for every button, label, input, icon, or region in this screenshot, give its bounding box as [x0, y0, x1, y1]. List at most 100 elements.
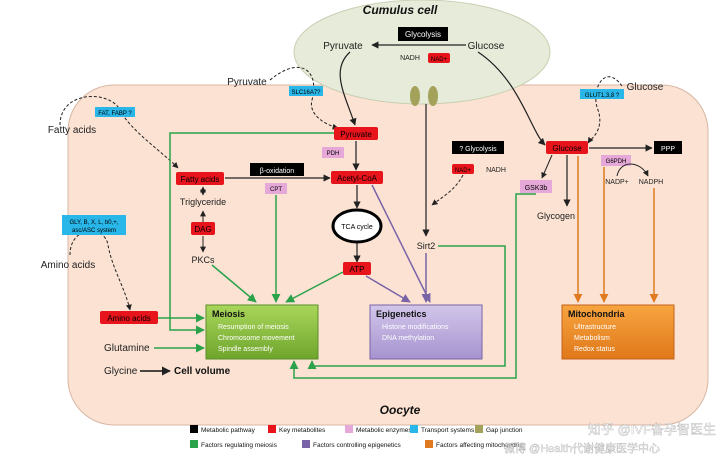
mitochondria-item-3: Redox status	[574, 346, 615, 353]
epigenetics-item-2: DNA methylation	[382, 335, 434, 342]
nadp-label: NADP+	[605, 179, 629, 186]
atp-box	[343, 262, 371, 275]
fat-fabp-label: FAT, FABP ?	[98, 111, 132, 117]
epigenetics-item-1: Histone modifications	[382, 324, 449, 331]
glycolysis-top-label: Glycolysis	[405, 30, 441, 39]
legend-label-6: Factors controlling epigenetics	[313, 442, 402, 449]
legend-label-0: Metabolic pathway	[201, 427, 256, 434]
mitochondria-title: Mitochondria	[568, 309, 625, 319]
cumulus-cell-region	[293, 0, 551, 105]
ppp-box	[654, 141, 682, 154]
pyruvate-left-label: Pyruvate	[227, 77, 267, 88]
meiosis-title: Meiosis	[212, 309, 245, 319]
legend-label-4: Gap junction	[486, 427, 523, 434]
gsk3b-to-meiosis	[289, 193, 536, 379]
g6pdh-label: G6PDH	[606, 159, 627, 165]
nad-mid-label: NAD+	[455, 168, 472, 174]
amino-acids-mid-box	[100, 311, 158, 324]
meiosis-item-3: Spindle assembly	[218, 346, 273, 353]
glucose-right-label: Glucose	[627, 82, 664, 93]
nadp-nadph-curve	[616, 163, 649, 177]
legend: Metabolic pathway Key metabolites Metaboli…	[190, 425, 523, 449]
amino-acids-transport-path	[69, 230, 132, 311]
slc16a7-box[interactable]	[289, 86, 323, 96]
atp-to-meiosis	[285, 271, 344, 303]
legend-label-2: Metabolic enzymes	[356, 427, 412, 434]
nadh-top-label: NADH	[400, 55, 420, 62]
nadph-label: NADPH	[639, 179, 664, 186]
meiosis-item-2: Chromosome movement	[218, 335, 295, 342]
amino-transporter-label-1: GLY, B, X, L, b0,+,	[70, 220, 119, 226]
amino-transporter-label-2: asc/ASC system	[72, 228, 116, 234]
legend-label-7: Factors affecting mitochondria	[436, 442, 523, 449]
pyruvate-mid-box	[334, 127, 378, 140]
pyruvate-transport-path	[269, 67, 339, 130]
sirt2-to-meiosis	[307, 245, 506, 370]
pdh-box	[322, 147, 344, 158]
glucose-mid-box	[546, 141, 588, 154]
nad-nadh-curve	[431, 174, 464, 206]
glycolysis-top-box	[398, 27, 448, 41]
glycine-label: Glycine	[104, 366, 138, 377]
fatty-acids-mid-label: Fatty acids	[181, 175, 220, 184]
glucose-to-gsk3b	[541, 154, 553, 179]
glut-label: GLUT1,3,8 ?	[585, 93, 620, 99]
gap-junction-left	[410, 86, 420, 106]
glycolysis-q-label: ? Glycolysis	[459, 146, 497, 153]
sirt2-label: Sirt2	[417, 241, 436, 251]
legend-label-5: Factors regulating meiosis	[201, 442, 278, 449]
pyruvate-to-meiosis	[169, 132, 334, 335]
amino-transporter-box[interactable]	[62, 215, 126, 235]
legend-swatch-6	[302, 440, 310, 448]
amino-acids-left-label: Amino acids	[41, 260, 95, 271]
glut-box[interactable]	[580, 89, 624, 99]
nadh-mid-label: NADH	[486, 167, 506, 174]
cpt-label: CPT	[270, 187, 282, 193]
legend-swatch-2	[345, 425, 353, 433]
gsk3b-box	[520, 180, 552, 193]
slc16a7-label: SLC16A7?	[291, 90, 321, 96]
epigenetics-title: Epigenetics	[376, 309, 427, 319]
pyruvate-mid-label: Pyruvate	[340, 130, 372, 139]
gap-junction-right	[428, 86, 438, 106]
oocyte-region	[67, 84, 709, 426]
watermark-line-1: 知乎 @IVF备孕智医生	[588, 422, 716, 437]
g6pdh-box	[601, 155, 631, 166]
legend-swatch-0	[190, 425, 198, 433]
fatty-acids-left-label: Fatty acids	[48, 125, 96, 136]
glycolysis-q-box	[452, 141, 504, 154]
glucose-transport-path	[587, 76, 623, 144]
mitochondria-item-1: Ultrastructure	[574, 324, 616, 331]
legend-label-3: Transport systems	[421, 427, 475, 434]
acetyl-coa-box	[331, 171, 383, 184]
cumulus-pyruvate-to-oocyte	[339, 51, 357, 126]
atp-label: ATP	[350, 265, 365, 274]
cpt-box	[265, 183, 287, 194]
tca-cycle-node	[331, 208, 383, 244]
glucose-top-label: Glucose	[468, 41, 505, 52]
legend-label-1: Key metabolites	[279, 427, 326, 434]
cell-volume-label: Cell volume	[174, 366, 231, 377]
cumulus-cell-label: Cumulus cell	[363, 3, 438, 17]
legend-swatch-4	[475, 425, 483, 433]
fat-fabp-box[interactable]	[95, 107, 135, 117]
legend-swatch-3	[410, 425, 418, 433]
acetyl-coa-label: Acetyl-CoA	[337, 174, 378, 183]
meiosis-item-1: Resumption of meiosis	[218, 324, 289, 331]
triglyceride-label: Triglyceride	[180, 197, 226, 207]
atp-to-epigenetics	[365, 275, 411, 303]
gsk3b-label: GSK3b	[525, 185, 548, 192]
watermark-line-2: 微博 @Health代谢健康医学中心	[504, 441, 660, 455]
glycogen-label: Glycogen	[537, 211, 575, 221]
mitochondria-box	[561, 304, 675, 360]
fatty-acids-mid-box	[176, 172, 224, 185]
nad-mid-box	[452, 164, 474, 174]
legend-swatch-5	[190, 440, 198, 448]
mitochondria-item-2: Metabolism	[574, 335, 610, 342]
dag-label: DAG	[194, 225, 211, 234]
cumulus-glucose-to-oocyte	[477, 51, 546, 146]
glutamine-label: Glutamine	[104, 343, 150, 354]
meiosis-box	[205, 304, 319, 360]
pkcs-to-meiosis	[211, 264, 257, 303]
acetyl-to-epigenetics	[371, 184, 431, 303]
